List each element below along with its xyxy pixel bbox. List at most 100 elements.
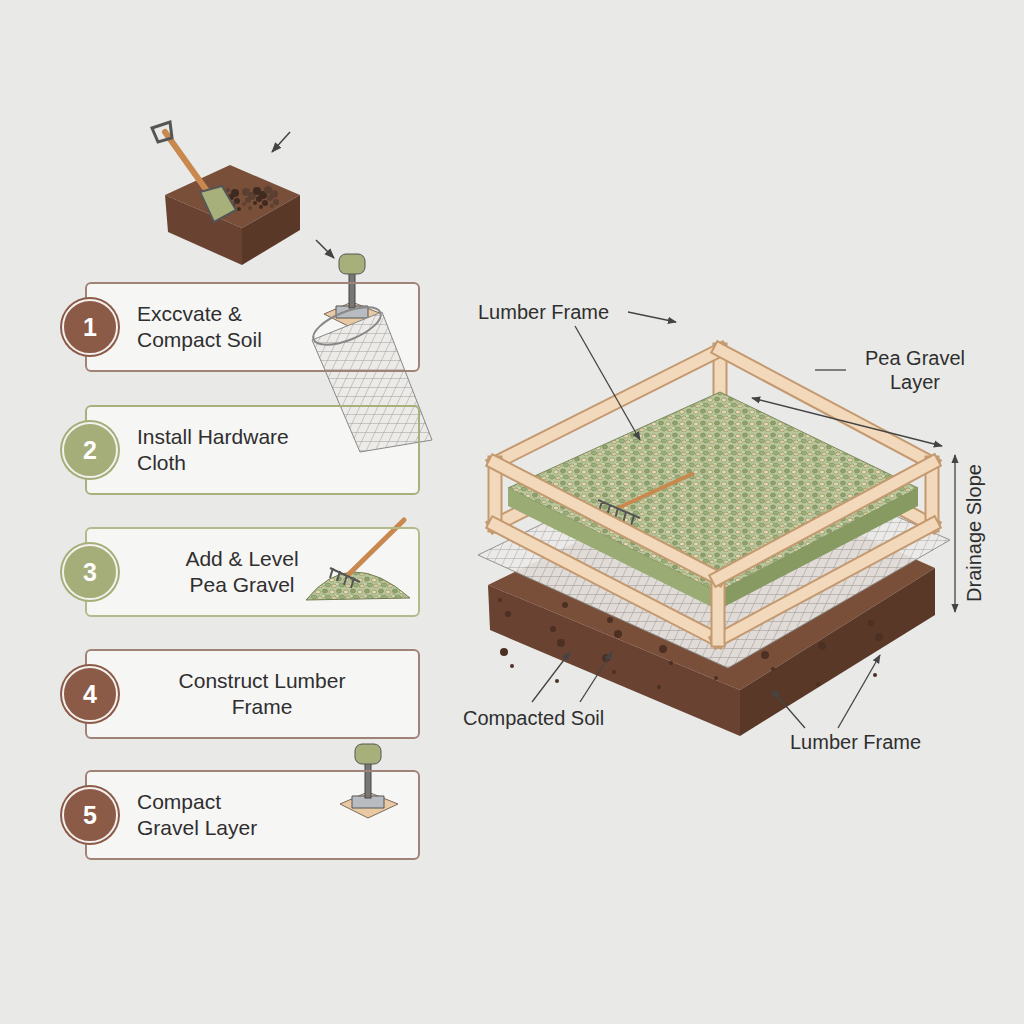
dirt: [226, 188, 230, 192]
dirt: [253, 187, 261, 195]
soil-pebble: [612, 670, 616, 674]
leader-line: [838, 655, 880, 728]
arrow: [272, 132, 290, 152]
step-box: Add & Level Pea Gravel 3: [85, 527, 420, 617]
step-label: Add & Level Pea Gravel: [177, 546, 307, 599]
frame-rail: [718, 525, 932, 640]
soil-pebble: [818, 642, 826, 650]
soil-pebble: [669, 661, 673, 665]
frame-rail: [718, 525, 932, 640]
tamper-knob: [355, 744, 381, 764]
frame-post: [711, 578, 726, 640]
soil-pebble: [557, 639, 565, 647]
soil-pebble: [555, 679, 559, 683]
gravel-pad-illustration: [478, 312, 955, 736]
step-box-fill: [85, 527, 420, 617]
frame-rail: [718, 463, 932, 578]
tamper-rod: [365, 762, 371, 798]
step-number: 5: [83, 801, 97, 830]
gravel-pile-icon: [306, 520, 410, 600]
frame-rail: [495, 463, 718, 578]
dirt: [256, 196, 262, 202]
dirt: [259, 205, 263, 209]
soil-pebble: [771, 667, 775, 671]
dirt: [242, 188, 250, 196]
soil-pebble: [505, 611, 511, 617]
frame-rail: [495, 463, 718, 578]
soil-pebble: [659, 645, 667, 653]
step-label: Construct Lumber Frame: [167, 668, 357, 721]
soil-pebble: [607, 617, 613, 623]
step-number-circle: 1: [62, 299, 118, 355]
dirt: [237, 207, 241, 211]
part-label: Pea Gravel Layer: [850, 346, 980, 394]
leader-line: [580, 652, 612, 702]
soil-pebble: [816, 682, 820, 686]
dimension-line: [752, 398, 942, 446]
step-number-circle: 4: [62, 666, 118, 722]
soil-pebble: [510, 664, 514, 668]
dirt: [253, 201, 257, 205]
step-box: Compact Gravel Layer 5: [85, 770, 420, 860]
dirt: [264, 186, 272, 194]
soil-pebble: [498, 598, 502, 602]
soil-pebble: [875, 633, 883, 641]
part-label: Lumber Frame: [478, 300, 609, 324]
arrow: [316, 240, 334, 258]
frame-post: [713, 578, 724, 640]
part-label: Lumber Frame: [790, 730, 921, 754]
frame-rail: [495, 525, 718, 640]
gravel-pile: [306, 572, 410, 600]
leader-line: [815, 369, 846, 370]
mesh-roll: [308, 300, 385, 353]
step-label: Exccvate & Compact Soil: [137, 301, 297, 354]
leader-line: [772, 690, 805, 728]
mesh-roll-icon: [308, 300, 432, 452]
step-box: Exccvate & Compact Soil 1: [85, 282, 420, 372]
step-label: Install Hardware Cloth: [137, 424, 297, 477]
tamper-rod: [349, 272, 355, 308]
rake-handle: [618, 474, 692, 508]
leader-line: [628, 312, 676, 322]
part-label: Compacted Soil: [463, 706, 604, 730]
dirt: [234, 198, 240, 204]
step-number: 2: [83, 436, 97, 465]
step-number: 4: [83, 680, 97, 709]
step-number: 3: [83, 558, 97, 587]
dirt: [262, 200, 268, 206]
shovel-handle: [165, 132, 212, 198]
leader-line: [575, 326, 640, 440]
step-number-circle: 5: [62, 787, 118, 843]
rake-head: [330, 568, 360, 588]
soil-pebble: [550, 626, 556, 632]
dirt: [273, 199, 279, 205]
dimension-line: [954, 455, 955, 612]
tamper-icon: [340, 744, 398, 818]
soil-pebble: [562, 602, 568, 608]
soil-side: [242, 195, 300, 265]
tamper-knob: [339, 254, 365, 274]
dirt: [245, 197, 251, 203]
soil-pebble: [614, 630, 622, 638]
step-label: Compact Gravel Layer: [137, 789, 277, 842]
step-number: 1: [83, 313, 97, 342]
step-number-circle: 3: [62, 544, 118, 600]
dirt: [267, 195, 273, 201]
mesh-sheet: [312, 312, 432, 452]
soil-pebble: [868, 620, 874, 626]
dirt: [270, 204, 274, 208]
soil-pebble: [657, 685, 661, 689]
dirt: [242, 202, 246, 206]
step-box: Construct Lumber Frame 4: [85, 649, 420, 739]
soil-pebble: [761, 651, 769, 659]
soil-pebble: [873, 673, 877, 677]
frame-rail: [718, 463, 932, 578]
soil-pebble: [500, 648, 508, 656]
soil-pebble: [714, 676, 718, 680]
dig-illustration: [152, 122, 334, 265]
dimension-label: Drainage Slope: [962, 460, 986, 606]
frame-rail: [495, 525, 718, 640]
shovel-blade: [200, 186, 236, 222]
